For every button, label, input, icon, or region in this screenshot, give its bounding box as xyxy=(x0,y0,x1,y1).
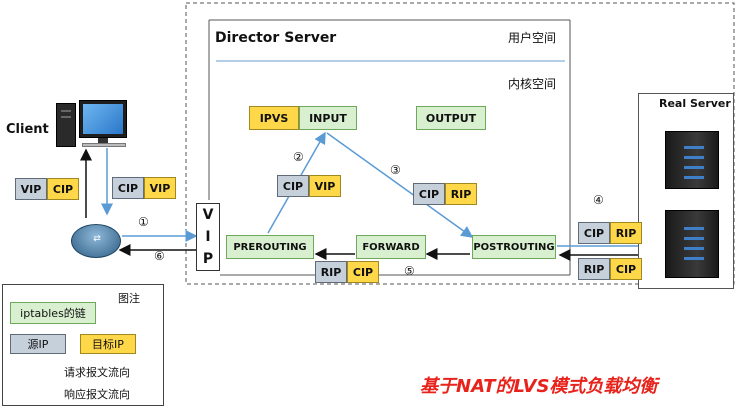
step-5: ⑤ xyxy=(404,264,415,278)
vip-interface: V I P xyxy=(196,203,220,271)
chain-forward: FORWARD xyxy=(356,235,426,259)
legend-src-ip: 源IP xyxy=(10,334,66,354)
client-tower-icon xyxy=(56,103,76,147)
vip-letter-i: I xyxy=(205,229,211,245)
packet-rs-req-dst: RIP xyxy=(610,222,642,244)
real-server-2-icon xyxy=(665,210,719,278)
user-space-label: 用户空间 xyxy=(508,31,557,45)
packet-client-resp-src: CIP xyxy=(112,177,144,199)
packet-client-req-src: VIP xyxy=(15,178,47,200)
step-4: ④ xyxy=(593,193,604,207)
packet-client-resp-dst: VIP xyxy=(144,177,176,199)
step-1: ① xyxy=(138,215,149,229)
packet-step2-src: CIP xyxy=(277,175,309,197)
chain-postrouting: POSTROUTING xyxy=(472,235,556,259)
chain-input: INPUT xyxy=(299,106,357,130)
packet-step2-dst: VIP xyxy=(309,175,341,197)
step-6: ⑥ xyxy=(154,249,165,263)
packet-step3-dst: RIP xyxy=(445,183,477,205)
step-3: ③ xyxy=(390,163,401,177)
chain-output: OUTPUT xyxy=(416,106,486,130)
legend-request-flow: 请求报文流向 xyxy=(64,366,130,379)
chain-ipvs: IPVS xyxy=(249,106,299,130)
packet-step5-src: RIP xyxy=(315,261,347,283)
packet-step5-dst: CIP xyxy=(347,261,379,283)
step-2: ② xyxy=(293,150,304,164)
packet-rs-req-src: CIP xyxy=(578,222,610,244)
real-server-label: Real Server xyxy=(659,97,731,110)
client-keyboard-icon xyxy=(82,143,126,147)
legend-dst-ip: 目标IP xyxy=(80,334,136,354)
vip-letter-p: P xyxy=(202,251,214,267)
packet-client-req-dst: CIP xyxy=(47,178,79,200)
packet-step3-src: CIP xyxy=(413,183,445,205)
router-icon: ⇄ xyxy=(71,224,121,258)
kernel-space-label: 内核空间 xyxy=(508,77,557,91)
outer-dashed-border xyxy=(185,2,735,285)
client-label: Client xyxy=(6,122,49,137)
real-server-1-icon xyxy=(665,131,719,189)
director-title: Director Server xyxy=(215,30,337,46)
packet-rs-resp-dst: CIP xyxy=(610,258,642,280)
legend-response-flow: 响应报文流向 xyxy=(64,388,130,401)
vip-letter-v: V xyxy=(202,207,214,223)
packet-rs-resp-src: RIP xyxy=(578,258,610,280)
client-monitor-icon xyxy=(79,100,127,138)
chain-prerouting: PREROUTING xyxy=(226,235,314,259)
diagram-caption: 基于NAT的LVS模式负载均衡 xyxy=(420,376,658,397)
legend-title: 图注 xyxy=(118,292,140,305)
legend-chain: iptables的链 xyxy=(10,302,96,324)
